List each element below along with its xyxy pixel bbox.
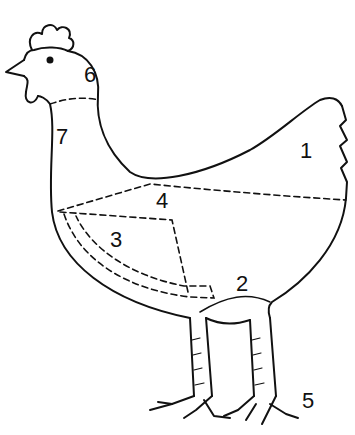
callout-number: 2 <box>236 273 248 295</box>
callout-number: 6 <box>84 64 96 86</box>
callout-number: 1 <box>300 140 312 162</box>
callout-number: 5 <box>302 390 314 412</box>
callout-number: 3 <box>110 229 122 251</box>
callout-number: 7 <box>56 126 68 148</box>
callout-number: 4 <box>156 190 168 212</box>
